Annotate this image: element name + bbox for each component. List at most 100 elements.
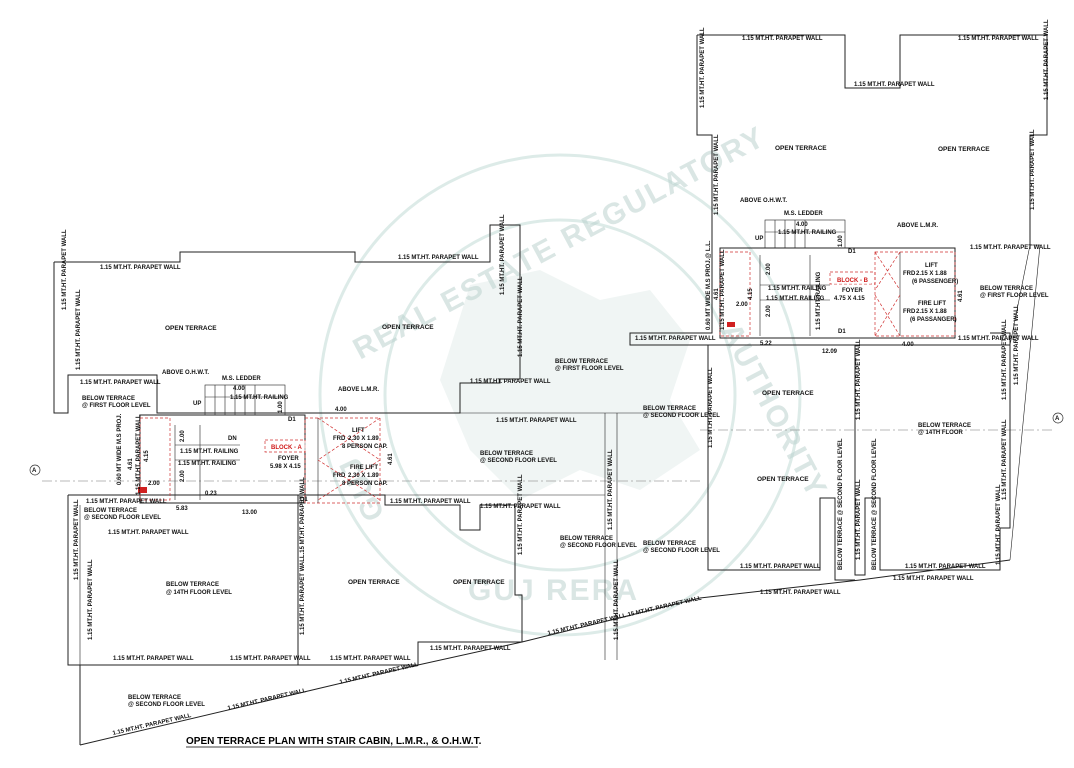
parapet-label: 1.15 MT.HT. PARAPET WALL — [958, 336, 1039, 342]
dim-label: 1.00 — [838, 235, 844, 247]
parapet-label: 1.15 MT.HT. PARAPET WALL — [76, 289, 82, 370]
frd-label: FRD — [903, 309, 916, 315]
open-terrace-label: OPEN TERRACE — [775, 145, 827, 152]
block-b-fire-lift-cap: (6 PASSANGER) — [910, 317, 957, 323]
parapet-label: 1.15 MT.HT. PARAPET WALL — [470, 379, 551, 385]
ms-ledder-label: M.S. LEDDER — [222, 376, 261, 382]
parapet-label: 1.15 MT.HT. PARAPET WALL — [742, 36, 823, 42]
dim-label: 0.23 — [205, 491, 217, 497]
d1-label: D1 — [838, 329, 846, 335]
below-terrace-label: BELOW TERRACE — [643, 406, 696, 412]
above-lmr-label: ABOVE L.M.R. — [897, 223, 938, 229]
below-terrace-label: BELOW TERRACE — [480, 451, 533, 457]
proj-label: 0.60 MT WIDE M.S PROJ. — [117, 413, 123, 485]
d1-label: D1 — [300, 497, 308, 503]
parapet-label: 1.15 MT.HT. PARAPET WALL — [80, 380, 161, 386]
below-terrace-vertical: BELOW TERRACE @ SECOND FLOOR LEVEL — [872, 438, 878, 570]
block-b-lift: LIFT — [925, 263, 938, 269]
parapet-label: 1.15 MT.HT. PARAPET WALL — [905, 564, 986, 570]
block-a-lift-size: 2.30 X 1.89 — [348, 436, 379, 442]
below-terrace-label: BELOW TERRACE — [166, 582, 219, 588]
parapet-label-long: 1.15 MT.HT. PARAPET WALL.15 MT.HT. PARAP… — [300, 477, 306, 635]
dim-label: 4.00 — [335, 407, 347, 413]
below-terrace-label: BELOW TERRACE — [560, 536, 613, 542]
dim-label: 2.00 — [766, 305, 772, 317]
block-a-lift: LIFT — [352, 428, 365, 434]
parapet-label: 1.15 MT.HT. PARAPET WALL — [100, 265, 181, 271]
parapet-label: 1.15 MT.HT. PARAPET WALL — [958, 36, 1039, 42]
parapet-label: 1.15 MT.HT. PARAPET WALL — [230, 656, 311, 662]
parapet-label: 1.15 MT.HT. PARAPET WALL — [480, 504, 561, 510]
axis-label-left: A — [32, 468, 37, 474]
below-terrace-level: @ SECOND FLOOR LEVEL — [128, 702, 205, 708]
dim-label: 4.15 — [144, 450, 150, 462]
railing-label: 1.15 MT.HT. RAILING — [778, 230, 837, 236]
parapet-label: 1.15 MT.HT. PARAPET WALL — [1014, 304, 1020, 385]
frd-label: FRD — [333, 473, 346, 479]
parapet-label: 1.15 MT.HT. PARAPET WALL — [970, 245, 1051, 251]
parapet-label: 1.15 MT.HT. PARAPET WALL — [339, 662, 419, 686]
block-a-name: BLOCK - A — [271, 445, 302, 451]
parapet-label: 1.15 MT.HT. PARAPET WALL — [740, 564, 821, 570]
open-terrace-label: OPEN TERRACE — [762, 390, 814, 397]
below-terrace-level: @ SECOND FLOOR LEVEL — [84, 515, 161, 521]
above-ohwt-label: ABOVE O.H.W.T. — [740, 198, 787, 204]
below-terrace-label: BELOW TERRACE — [128, 695, 181, 701]
parapet-label: 1.15 MT.HT. PARAPET WALL — [227, 688, 307, 712]
block-a-fire-lift-cap: 8 PERSON CAP. — [342, 481, 388, 487]
parapet-label: 1.15 MT.HT. PARAPET WALL — [113, 656, 194, 662]
below-terrace-label: BELOW TERRACE — [84, 508, 137, 514]
below-terrace-level: @ SECOND FLOOR LEVEL — [643, 548, 720, 554]
open-terrace-label: OPEN TERRACE — [757, 476, 809, 483]
axis-label-right: A — [1055, 416, 1060, 422]
railing-label: 1.15 MT.HT. RAILING — [816, 271, 822, 330]
dim-label: 2.00 — [180, 470, 186, 482]
parapet-label: 1.15 MT.HT. PARAPET WALL — [856, 339, 862, 420]
parapet-label: 1.15 MT.HT. PARAPET WALL — [1044, 19, 1050, 100]
section-axis: A A — [29, 412, 1064, 482]
block-a-foyer: FOYER — [278, 456, 299, 462]
railing-label: 1.15 MT.HT. RAILING — [180, 449, 239, 455]
block-b-name: BLOCK - B — [837, 278, 869, 284]
above-ohwt-label: ABOVE O.H.W.T. — [162, 370, 209, 376]
parapet-label: 1.15 MT.HT. PARAPET WALL — [398, 255, 479, 261]
railing-label: 1.15 MT.HT. RAILING — [230, 395, 289, 401]
block-b-foyer: FOYER — [842, 288, 863, 294]
dim-label: 4.61 — [714, 288, 720, 300]
dim-label: 2.00 — [736, 302, 748, 308]
d1-label: D1 — [848, 249, 856, 255]
block-b-fire-lift: FIRE LIFT — [918, 301, 946, 307]
block-b-foyer-size: 4.75 X 4.15 — [834, 296, 865, 302]
parapet-label: 1.15 MT.HT. PARAPET WALL — [635, 336, 716, 342]
parapet-label: 1.15 MT.HT. PARAPET WALL — [854, 82, 935, 88]
parapet-label: 1.15 MT.HT. PARAPET WALL — [708, 367, 714, 448]
open-terrace-label: OPEN TERRACE — [938, 146, 990, 153]
dim-label: 4.61 — [958, 290, 964, 302]
parapet-label: 1.15 MT.HT. PARAPET WALL — [893, 576, 974, 582]
below-terrace-level: @ SECOND FLOOR LEVEL — [480, 458, 557, 464]
open-terrace-label: OPEN TERRACE — [453, 579, 505, 586]
parapet-label: 1.15 MT.HT. PARAPET WALL — [330, 656, 411, 662]
dim-label: 4.00 — [902, 342, 914, 348]
dim-label: 4.00 — [233, 386, 245, 392]
parapet-label: 1.15 MT.HT. PARAPET WALL — [112, 713, 192, 737]
dim-label: 12.09 — [822, 349, 838, 355]
below-terrace-label: BELOW TERRACE — [555, 359, 608, 365]
parapet-label: 1.15 MT.HT. PARAPET WALL — [136, 414, 142, 495]
dim-label: 4.61 — [388, 453, 394, 465]
railing-label: 1.15 MT.HT. RAILING — [766, 296, 825, 302]
d1-label: D1 — [288, 417, 296, 423]
dim-label: 5.83 — [176, 506, 188, 512]
parapet-label: 1.15 MT.HT. PARAPET WALL — [108, 530, 189, 536]
dim-label: 4.00 — [796, 222, 808, 228]
proj-label: 0.60 MT WIDE M.S PROJ.@ L.L. — [706, 240, 712, 330]
dim-label: 2.00 — [766, 263, 772, 275]
block-b-lift-size: 2.15 X 1.88 — [916, 271, 947, 277]
block-b-fire-lift-size: 2.15 X 1.88 — [916, 309, 947, 315]
frd-label: FRD — [333, 436, 346, 442]
dim-label: 1.00 — [278, 401, 284, 413]
parapet-label: 1.15 MT.HT. PARAPET WALL — [700, 27, 706, 108]
below-terrace-label: BELOW TERRACE — [918, 423, 971, 429]
parapet-label: 1.15 MT.HT. PARAPET WALL — [86, 499, 167, 505]
